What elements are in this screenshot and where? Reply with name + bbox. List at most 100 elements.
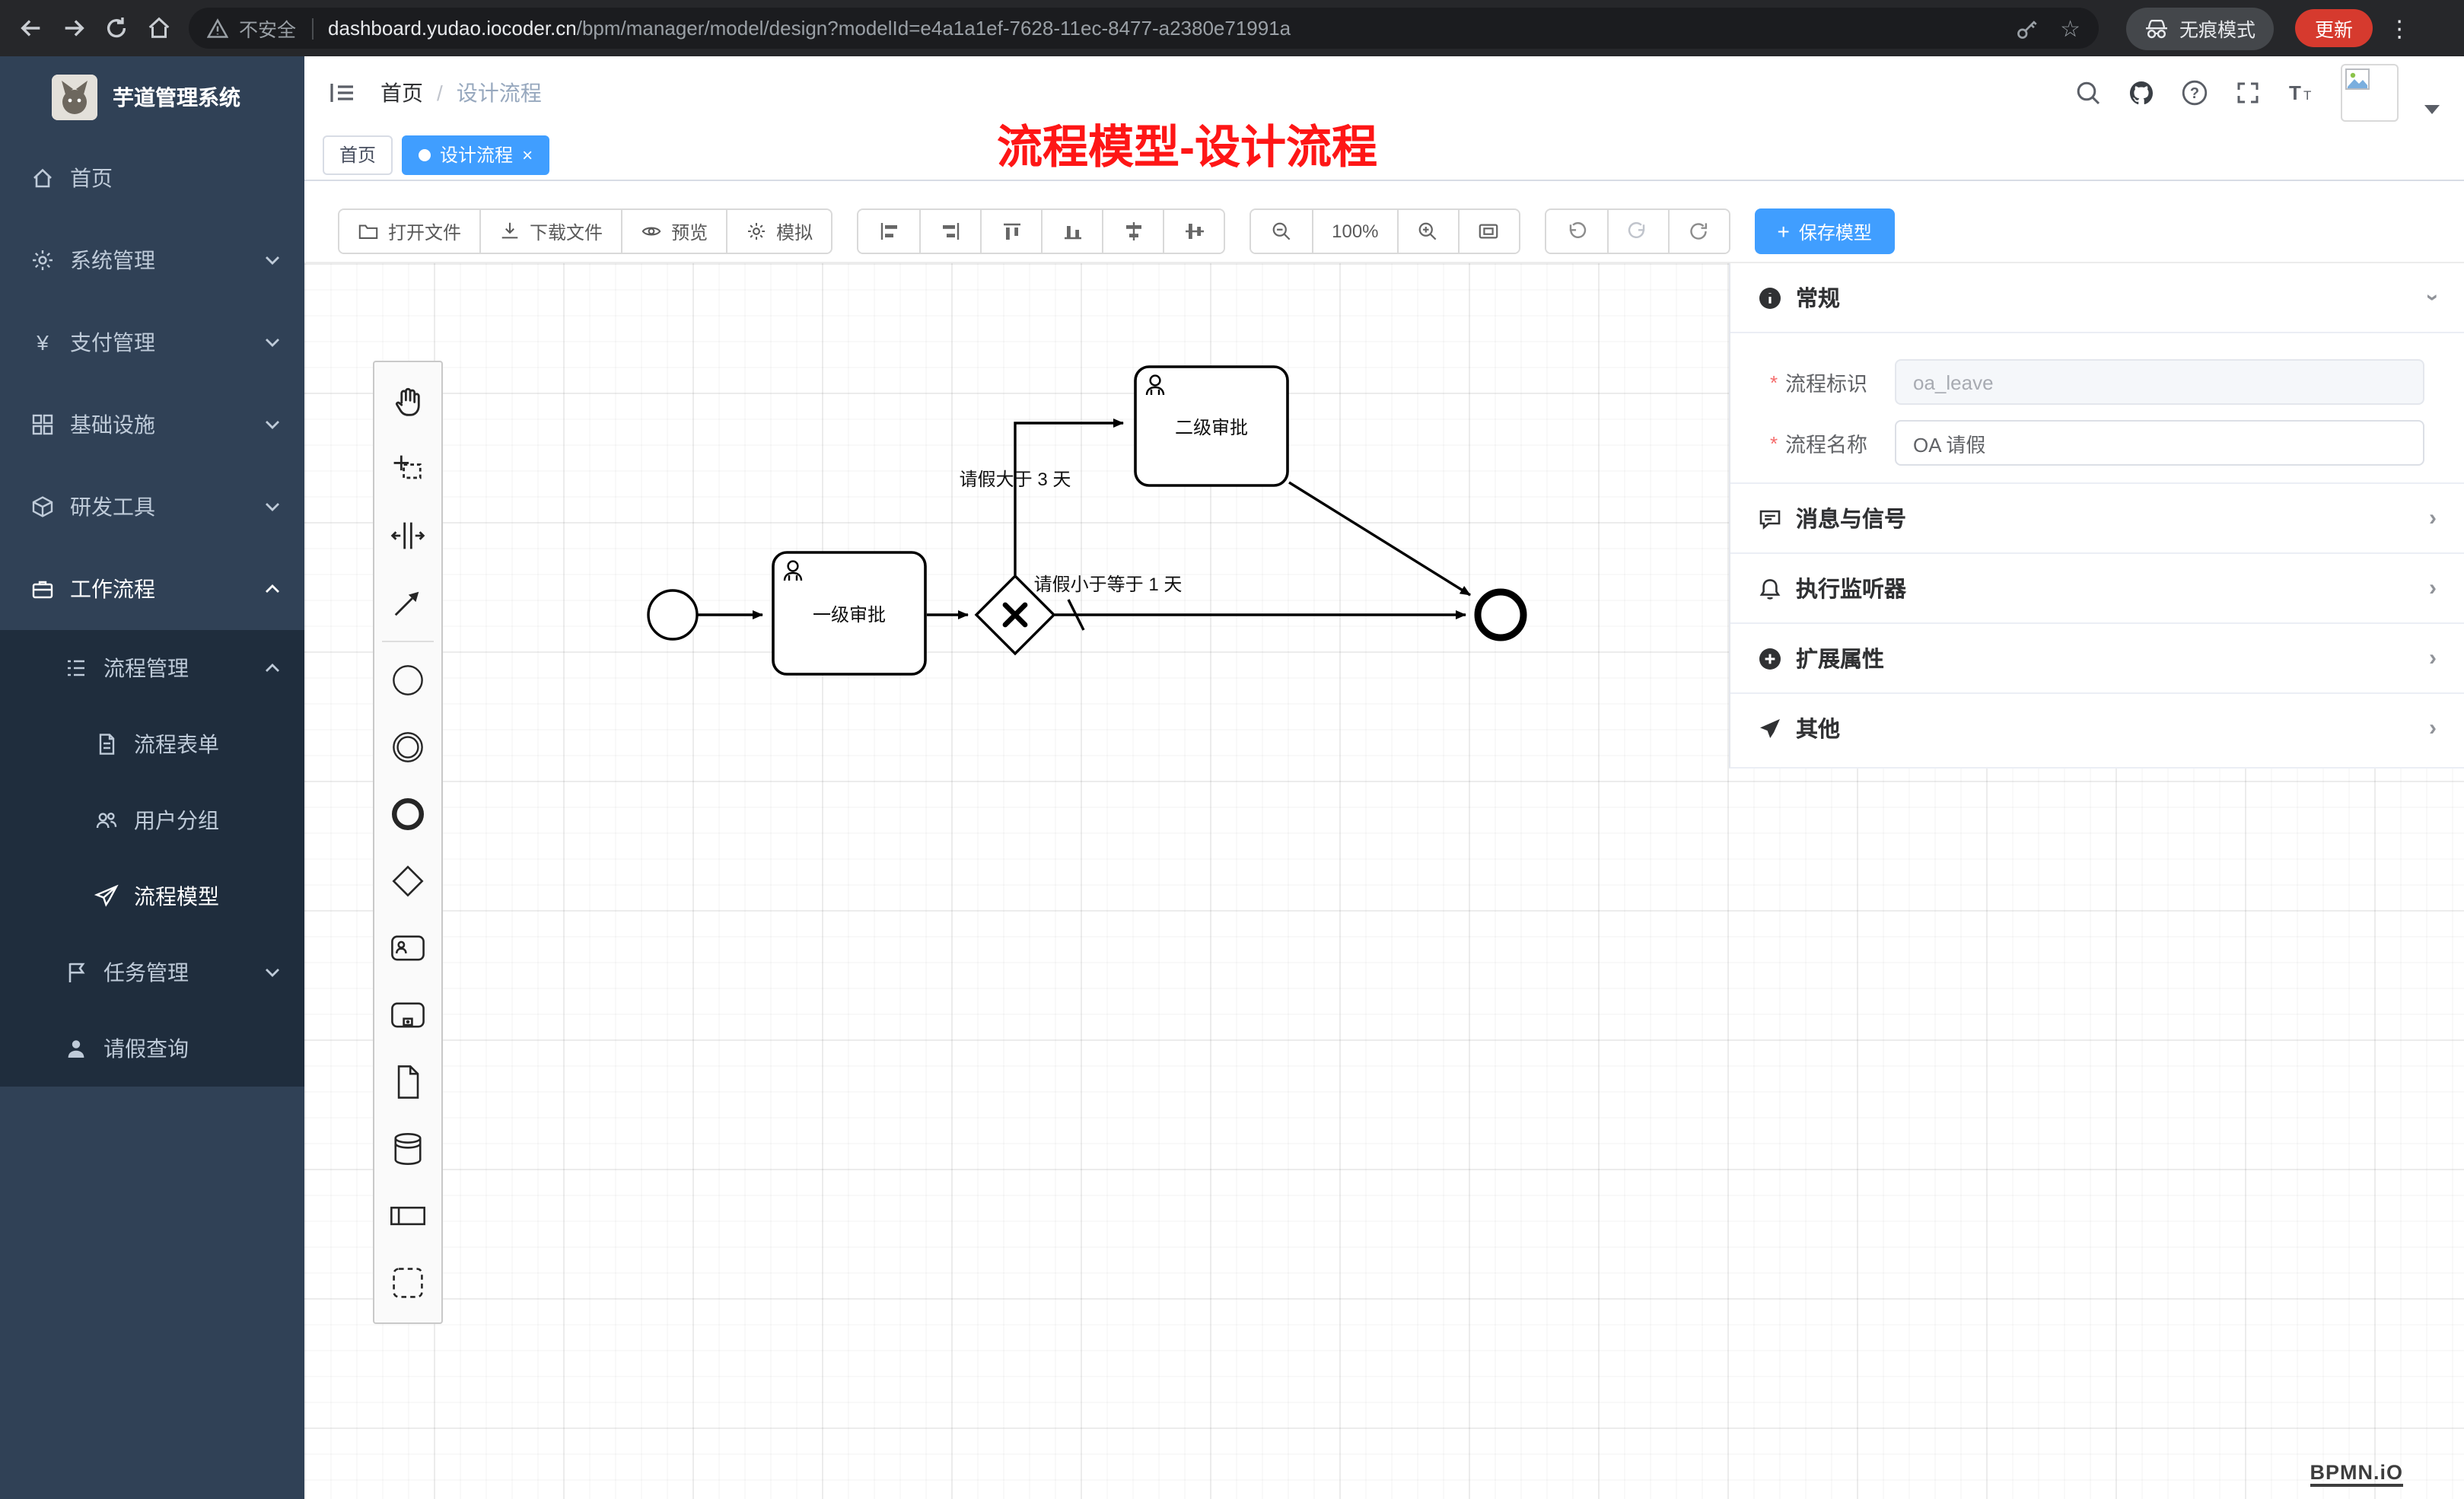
key-icon[interactable]	[2014, 16, 2039, 40]
create-end-event[interactable]	[374, 781, 441, 848]
collapse-sidebar-icon[interactable]	[329, 79, 356, 107]
github-icon[interactable]	[2128, 79, 2155, 107]
fullscreen-icon[interactable]	[2234, 79, 2262, 107]
reload-icon[interactable]	[94, 7, 137, 49]
create-user-task[interactable]	[374, 915, 441, 982]
align-middle-icon	[1185, 224, 1204, 239]
back-icon[interactable]	[9, 7, 52, 49]
align-top-button[interactable]	[980, 210, 1042, 253]
create-gateway[interactable]	[374, 848, 441, 915]
sidebar-item-user-group[interactable]: 用户分组	[0, 782, 304, 858]
search-icon[interactable]	[2074, 79, 2102, 107]
bpmn-io-watermark[interactable]: BPMN.iO	[2310, 1461, 2403, 1487]
restart-button[interactable]	[1667, 210, 1729, 253]
sidebar: 芋道管理系统 首页 系统管理 ¥ 支付管理 基础设施	[0, 56, 304, 1499]
help-icon[interactable]: ?	[2181, 79, 2208, 107]
align-left-button[interactable]	[858, 210, 920, 253]
redo-button[interactable]	[1606, 210, 1668, 253]
sidebar-item-label: 支付管理	[70, 330, 155, 355]
create-group[interactable]	[374, 1249, 441, 1316]
sidebar-item-task-mgmt[interactable]: 任务管理	[0, 934, 304, 1010]
home-icon	[33, 168, 52, 188]
plus-circle-icon	[1759, 648, 1781, 669]
bpmn-canvas[interactable]: 请假大于 3 天 请假小于等于 1 天 一级审批	[304, 262, 2464, 1499]
create-intermediate-event[interactable]	[374, 714, 441, 781]
sidebar-item-process-mgmt[interactable]: 流程管理	[0, 630, 304, 706]
warning-icon	[207, 18, 228, 37]
section-general[interactable]: 常规 ›	[1730, 263, 2464, 333]
chevron-down-icon[interactable]	[2424, 105, 2440, 114]
create-data-object[interactable]	[374, 1049, 441, 1115]
zoom-out-button[interactable]	[1251, 210, 1313, 253]
sidebar-item-home[interactable]: 首页	[0, 137, 304, 219]
zoom-in-button[interactable]	[1396, 210, 1458, 253]
tab-home[interactable]: 首页	[323, 135, 393, 174]
end-event[interactable]	[1474, 588, 1527, 641]
align-center-button[interactable]	[1102, 210, 1164, 253]
create-participant[interactable]	[374, 1182, 441, 1249]
bookmark-star-icon[interactable]: ☆	[2060, 16, 2080, 42]
button-label: 打开文件	[388, 221, 462, 243]
zoom-in-icon	[1419, 222, 1437, 240]
app-logo[interactable]: 芋道管理系统	[0, 56, 304, 137]
create-data-store[interactable]	[374, 1115, 441, 1182]
home-button-icon[interactable]	[137, 7, 180, 49]
align-middle-button[interactable]	[1163, 210, 1224, 253]
exclusive-gateway[interactable]	[974, 574, 1056, 656]
address-bar[interactable]: 不安全 dashboard.yudao.iocoder.cn/bpm/manag…	[189, 8, 2099, 49]
browser-chrome: 不安全 dashboard.yudao.iocoder.cn/bpm/manag…	[0, 0, 2464, 56]
flow-label-gt3[interactable]: 请假大于 3 天	[960, 469, 1071, 490]
preview-button[interactable]: 预览	[621, 210, 727, 253]
save-model-button[interactable]: + 保存模型	[1754, 208, 1895, 254]
process-key-input[interactable]	[1895, 359, 2424, 405]
sidebar-item-process-form[interactable]: 流程表单	[0, 706, 304, 782]
hand-tool[interactable]	[374, 368, 441, 435]
section-other[interactable]: 其他 ›	[1730, 692, 2464, 762]
sidebar-item-leave-query[interactable]: 请假查询	[0, 1010, 304, 1087]
yen-icon: ¥	[37, 330, 49, 355]
avatar[interactable]	[2341, 64, 2399, 122]
zoom-level[interactable]: 100%	[1312, 210, 1397, 253]
create-subprocess[interactable]	[374, 982, 441, 1049]
process-name-input[interactable]	[1895, 420, 2424, 466]
section-message-signal[interactable]: 消息与信号 ›	[1730, 482, 2464, 552]
undo-button[interactable]	[1546, 210, 1607, 253]
breadcrumb-home[interactable]: 首页	[380, 81, 423, 105]
info-icon	[1759, 287, 1781, 308]
space-tool[interactable]	[374, 502, 441, 569]
sidebar-item-workflow[interactable]: 工作流程	[0, 548, 304, 630]
sidebar-item-infrastructure[interactable]: 基础设施	[0, 384, 304, 466]
create-start-event[interactable]	[374, 647, 441, 714]
align-right-button[interactable]	[919, 210, 981, 253]
simulate-button[interactable]: 模拟	[726, 210, 832, 253]
user-task-level1[interactable]: 一级审批	[772, 551, 927, 676]
align-bottom-button[interactable]	[1041, 210, 1103, 253]
update-button[interactable]: 更新	[2295, 9, 2373, 47]
section-extended-attributes[interactable]: 扩展属性 ›	[1730, 622, 2464, 692]
user-task-level2[interactable]: 二级审批	[1134, 365, 1289, 487]
required-mark: *	[1770, 431, 1778, 454]
flow-task2-to-end[interactable]	[1288, 481, 1471, 597]
download-file-button[interactable]: 下载文件	[479, 210, 622, 253]
sidebar-item-devtools[interactable]: 研发工具	[0, 466, 304, 548]
close-icon[interactable]: ×	[522, 144, 533, 165]
section-execution-listener[interactable]: 执行监听器 ›	[1730, 552, 2464, 622]
flow-label-lte1[interactable]: 请假小于等于 1 天	[1034, 574, 1183, 595]
palette-separator	[382, 641, 434, 642]
sidebar-item-process-model[interactable]: 流程模型	[0, 858, 304, 934]
browser-menu-icon[interactable]: ⋮	[2388, 16, 2411, 42]
chevron-up-icon	[266, 584, 279, 593]
flow-gateway-to-task2[interactable]	[1014, 419, 1124, 575]
open-file-button[interactable]: 打开文件	[339, 210, 480, 253]
chevron-down-icon	[266, 503, 279, 511]
connection-tool[interactable]	[374, 569, 441, 636]
zoom-reset-button[interactable]	[1457, 210, 1519, 253]
tab-design-process[interactable]: 设计流程 ×	[402, 135, 550, 174]
forward-icon[interactable]	[52, 7, 94, 49]
start-event[interactable]	[647, 589, 699, 641]
lasso-tool[interactable]	[374, 435, 441, 502]
sidebar-item-system[interactable]: 系统管理	[0, 219, 304, 301]
sidebar-item-payment[interactable]: ¥ 支付管理	[0, 301, 304, 384]
field-label: 流程标识	[1785, 373, 1867, 396]
